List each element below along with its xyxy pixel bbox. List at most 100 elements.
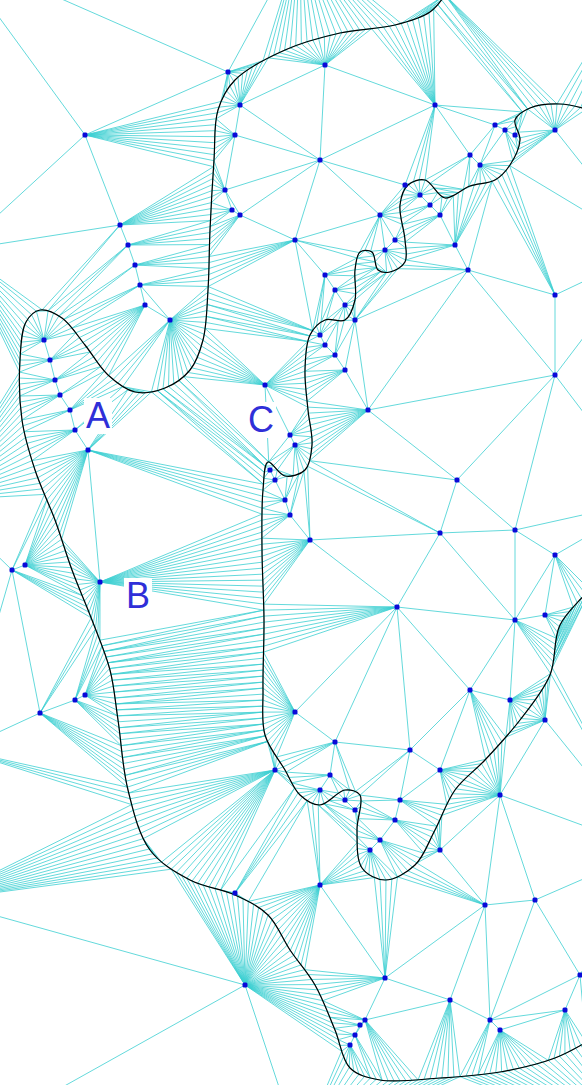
vertex-dot [226, 70, 231, 75]
vertex-dot [553, 293, 558, 298]
vertex-dot [98, 580, 103, 585]
vertex-dot [138, 283, 143, 288]
vertex-dot [578, 973, 582, 978]
vertex-dot [273, 478, 278, 483]
vertex-dot [508, 698, 513, 703]
vertex-dot [293, 710, 298, 715]
vertex-dot [333, 353, 338, 358]
vertex-dot [323, 343, 328, 348]
vertex-dot [273, 768, 278, 773]
vertex-dot [243, 983, 248, 988]
vertex-dot [438, 213, 443, 218]
vertex-dot [348, 1043, 353, 1048]
vertex-dot [378, 213, 383, 218]
vertex-dot [438, 848, 443, 853]
vertex-dot [488, 1018, 493, 1023]
vertex-dot [268, 468, 273, 473]
vertex-dot [323, 63, 328, 68]
vertex-dot [333, 288, 338, 293]
vertex-dot [68, 408, 73, 413]
boundary-group [19, 0, 582, 1081]
vertex-dot [23, 563, 28, 568]
vertex-dot [233, 891, 238, 896]
vertex-dot [58, 393, 63, 398]
vertex-dot [38, 711, 43, 716]
vertex-dot [42, 338, 47, 343]
vertex-dot [466, 268, 471, 273]
vertex-dot [498, 1028, 503, 1033]
vertex-dot [333, 740, 338, 745]
vertex-dot [343, 368, 348, 373]
vertex-dot [126, 243, 131, 248]
vertex-dot [83, 693, 88, 698]
vertex-dot [503, 128, 508, 133]
vertex-dot [48, 358, 53, 363]
vertex-dot [230, 208, 235, 213]
vertex-dot [383, 248, 388, 253]
region-boundary [262, 104, 582, 880]
vertex-dot [455, 478, 460, 483]
vertex-dot [468, 688, 473, 693]
vertex-dot [498, 793, 503, 798]
vertex-dot [133, 263, 138, 268]
vertex-dot [513, 133, 518, 138]
vertex-dot [563, 1008, 568, 1013]
vertex-group [10, 63, 582, 1048]
vertex-dot [10, 568, 15, 573]
vertex-dot [328, 773, 333, 778]
vertex-dot [353, 1033, 358, 1038]
vertex-dot [433, 103, 438, 108]
vertex-dot [418, 193, 423, 198]
vertex-dot [86, 448, 91, 453]
vertex-dot [353, 808, 358, 813]
vertex-dot [438, 768, 443, 773]
point-label: B [124, 578, 152, 614]
vertex-dot [73, 428, 78, 433]
vertex-dot [288, 433, 293, 438]
vertex-dot [168, 318, 173, 323]
point-label: A [84, 398, 112, 434]
vertex-dot [395, 605, 400, 610]
vertex-dot [408, 748, 413, 753]
vertex-dot [53, 378, 58, 383]
vertex-dot [398, 798, 403, 803]
vertex-dot [393, 818, 398, 823]
vertex-dot [288, 513, 293, 518]
vertex-dot [553, 128, 558, 133]
vertex-dot [73, 698, 78, 703]
vertex-dot [343, 798, 348, 803]
vertex-dot [368, 848, 373, 853]
vertex-dot [448, 998, 453, 1003]
vertex-dot [438, 531, 443, 536]
vertex-dot [223, 188, 228, 193]
vertex-dot [318, 788, 323, 793]
vertex-dot [428, 203, 433, 208]
vertex-dot [383, 976, 388, 981]
region-boundary [19, 0, 582, 1081]
vertex-dot [533, 898, 538, 903]
vertex-dot [393, 238, 398, 243]
vertex-dot [238, 103, 243, 108]
vertex-dot [233, 133, 238, 138]
vertex-dot [318, 333, 323, 338]
vertex-dot [366, 408, 371, 413]
vertex-dot [118, 223, 123, 228]
vertex-dot [543, 613, 548, 618]
vertex-dot [483, 903, 488, 908]
vertex-dot [263, 383, 268, 388]
vertex-dot [293, 443, 298, 448]
point-label: C [246, 402, 276, 438]
vertex-dot [343, 303, 348, 308]
vertex-dot [238, 213, 243, 218]
vertex-dot [293, 238, 298, 243]
vertex-dot [378, 838, 383, 843]
vertex-dot [478, 163, 483, 168]
vertex-dot [553, 373, 558, 378]
vertex-dot [358, 1023, 363, 1028]
vertex-dot [553, 553, 558, 558]
vertex-dot [353, 318, 358, 323]
